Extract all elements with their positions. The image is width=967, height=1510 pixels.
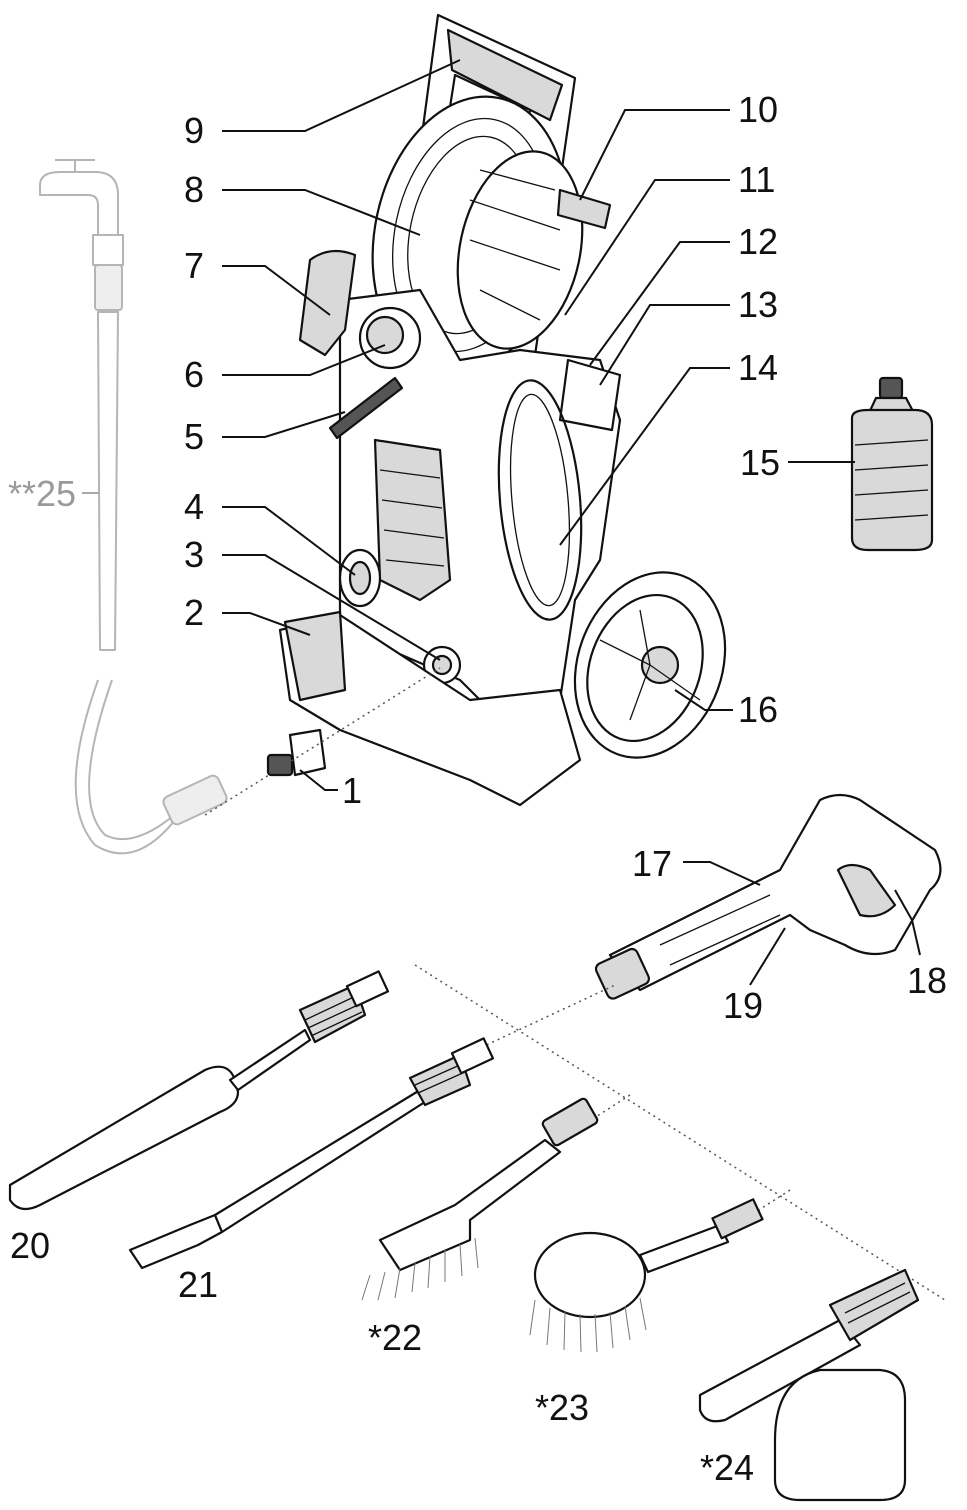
rotary-brush-part <box>529 1198 764 1353</box>
assembly-line-accessories <box>414 964 946 1301</box>
foam-nozzle-part <box>698 1268 920 1502</box>
leader-7 <box>222 265 331 316</box>
leader-4 <box>222 506 356 576</box>
callout-22: *22 <box>368 1317 422 1358</box>
callout-16: 16 <box>738 689 778 730</box>
leader-2 <box>222 612 311 636</box>
leader-10 <box>579 109 730 201</box>
callout-20: 20 <box>10 1225 50 1266</box>
callout-19: 19 <box>723 985 763 1026</box>
callout-numbers: 9 8 7 6 5 4 3 2 1 10 11 12 13 14 15 16 1… <box>10 89 947 1488</box>
callout-25: **25 <box>8 473 76 514</box>
callout-1: 1 <box>342 770 362 811</box>
leader-14 <box>559 367 730 546</box>
leader-5 <box>222 411 346 438</box>
dirt-blaster-part <box>128 1037 495 1270</box>
leader-lines <box>222 59 921 986</box>
leader-18 <box>894 889 921 956</box>
assembly-line-inlet <box>204 667 441 816</box>
callout-11: 11 <box>738 159 775 200</box>
callout-18: 18 <box>907 960 947 1001</box>
leader-12 <box>589 241 730 366</box>
callout-6: 6 <box>184 354 204 395</box>
detergent-bottle <box>850 376 934 552</box>
callout-23: *23 <box>535 1387 589 1428</box>
leader-17 <box>683 861 761 886</box>
callout-17: 17 <box>632 843 672 884</box>
callout-7: 7 <box>184 245 204 286</box>
leader-1 <box>299 769 338 791</box>
callout-5: 5 <box>184 416 204 457</box>
leader-8 <box>222 189 421 236</box>
callout-4: 4 <box>184 486 204 527</box>
callout-14: 14 <box>738 347 778 388</box>
garden-hose-illustration <box>39 159 228 855</box>
leader-13 <box>599 304 730 386</box>
leader-11 <box>564 179 730 316</box>
callout-15: 15 <box>740 442 780 483</box>
hose-coupling-part <box>266 728 327 777</box>
leader-9 <box>222 59 461 132</box>
callout-13: 13 <box>738 284 778 325</box>
callout-9: 9 <box>184 110 204 151</box>
callout-12: 12 <box>738 221 778 262</box>
callout-2: 2 <box>184 592 204 633</box>
wash-brush-part <box>361 1097 599 1301</box>
callout-10: 10 <box>738 89 778 130</box>
leader-16 <box>674 689 733 711</box>
leader-3 <box>222 554 441 661</box>
leader-19 <box>749 927 786 986</box>
leader-6 <box>222 344 386 376</box>
callout-24: *24 <box>700 1447 754 1488</box>
callout-21: 21 <box>178 1264 218 1305</box>
pressure-washer-unit <box>278 13 727 807</box>
callout-8: 8 <box>184 169 204 210</box>
trigger-gun-part <box>594 793 942 1000</box>
callout-3: 3 <box>184 534 204 575</box>
spray-lance-part <box>8 970 390 1211</box>
